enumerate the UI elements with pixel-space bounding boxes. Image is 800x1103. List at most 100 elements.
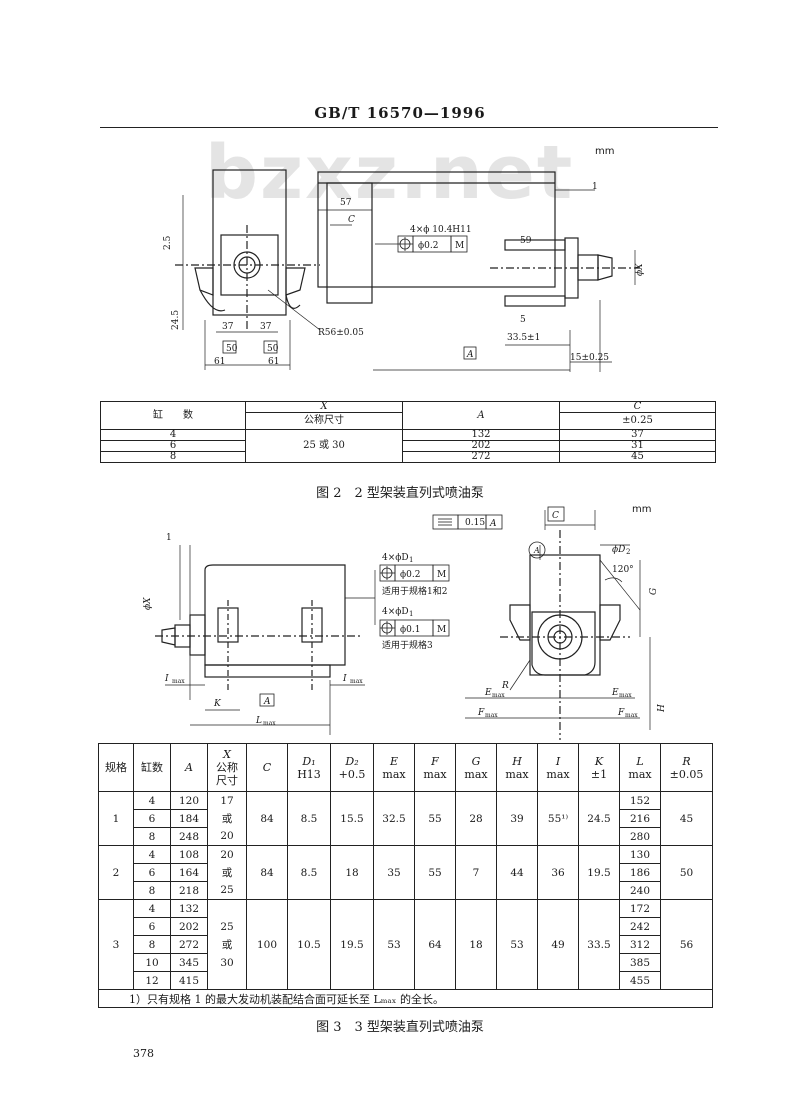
page-number: 378 [133, 1047, 154, 1060]
t2-x-line: 20 [207, 827, 247, 846]
dim-24-5: 24.5 [171, 310, 181, 330]
t1-x-value: 25 或 30 [245, 429, 403, 463]
fig3-e-max-left-sub: max [492, 692, 505, 699]
t2-h-c: C [246, 743, 288, 792]
t2-d2: 19.5 [330, 899, 374, 990]
t2-a: 132 [170, 899, 208, 918]
figure-2-caption: 图 2 2 型架装直列式喷油泵 [316, 486, 484, 501]
t2-e: 35 [373, 845, 415, 900]
t2-x-line: 17 [207, 791, 247, 810]
t2-i: 49 [537, 899, 579, 990]
unit-label-fig2: mm [595, 146, 615, 157]
fig3-e-max-right-sub: max [619, 692, 632, 699]
box-a: A [466, 350, 474, 360]
dim-15: 15±0.25 [570, 353, 609, 363]
dim-59: 59 [520, 236, 532, 246]
dim-5: 5 [520, 315, 526, 325]
fig3-d2-subscript: 2 [626, 548, 630, 556]
t2-h-d2: D₂+0.5 [330, 743, 374, 792]
t2-x-spacer [207, 899, 247, 918]
t2-cyl: 6 [133, 863, 171, 882]
fig3-angle-120: 120° [612, 565, 634, 575]
t2-spec: 2 [98, 845, 134, 900]
t2-h-cyl: 缸数 [133, 743, 171, 792]
t2-a: 272 [170, 935, 208, 954]
figure-2-table: 缸 数 X A C 公称尺寸 ±0.25 4 25 或 30 132 37 6 … [100, 401, 716, 463]
fig3-note-spec-1-2: 适用于规格1和2 [382, 585, 447, 597]
t2-e: 53 [373, 899, 415, 990]
fig3-holes-1: 4×ϕD [382, 553, 409, 563]
t2-l: 312 [619, 935, 661, 954]
t2-x-line: 或 [207, 863, 247, 882]
t2-l: 240 [619, 881, 661, 900]
dim-61-left: 61 [214, 357, 225, 367]
dim-2-5: 2.5 [163, 235, 173, 250]
t2-d2: 15.5 [330, 791, 374, 846]
t2-l: 385 [619, 953, 661, 972]
standard-header: GB/T 16570—1996 [314, 104, 486, 122]
fig3-i-max-right: I [342, 674, 347, 684]
t2-k: 24.5 [578, 791, 620, 846]
fig3-r: R [501, 681, 509, 691]
mmc-symbol: M [455, 241, 464, 251]
fig3-d1-subscript-b: 1 [409, 610, 413, 618]
fig3-h-max: H [657, 704, 667, 713]
t2-footnote: 1）只有规格 1 的最大发动机装配结合面可延长至 Lₘₐₓ 的全长。 [98, 989, 713, 1008]
fig3-k: K [213, 699, 222, 709]
fig3-l-max: L [255, 716, 262, 726]
t2-c: 84 [246, 845, 288, 900]
fig3-holes-2: 4×ϕD [382, 607, 409, 617]
t2-a: 164 [170, 863, 208, 882]
fig3-i-max-left: I [164, 674, 169, 684]
t2-c: 100 [246, 899, 288, 990]
side-view-body [317, 171, 556, 288]
t1-row-c: 45 [559, 451, 716, 463]
t2-a: 248 [170, 827, 208, 846]
t2-h-k: K±1 [578, 743, 620, 792]
t2-l: 216 [619, 809, 661, 828]
fig3-tol-0-1: ϕ0.1 [400, 625, 420, 635]
fig3-i-max-right-sub: max [350, 678, 363, 685]
holes-4x10-4: 4×ϕ 10.4H11 [410, 225, 472, 235]
t2-d2: 18 [330, 845, 374, 900]
t2-l: 280 [619, 827, 661, 846]
fig3-box-c: C [552, 511, 559, 521]
figure-3-drawing: 0.15 A C A ϕD 2 120° G 1 ϕX 4×ϕD 1 ϕ0.2 … [143, 506, 667, 740]
fig3-d1-subscript-a: 1 [409, 556, 413, 564]
end-view-body [212, 169, 287, 316]
dim-1min: 1 [592, 182, 598, 192]
t2-e: 32.5 [373, 791, 415, 846]
t2-cyl: 10 [133, 953, 171, 972]
t2-r: 56 [660, 899, 713, 990]
t2-cyl: 8 [133, 935, 171, 954]
t2-l: 152 [619, 791, 661, 810]
fig3-f-max-right-sub: max [625, 712, 638, 719]
t2-cyl: 4 [133, 791, 171, 810]
fig3-side-body [204, 564, 346, 666]
t2-h: 44 [496, 845, 538, 900]
figure-2-drawing: 2.5 24.5 37 37 R56±0.05 50 50 61 61 57 C… [163, 169, 645, 372]
fig3-f-max-left: F [477, 708, 485, 718]
fig3-mmc-2: M [437, 625, 446, 635]
t2-cyl: 8 [133, 827, 171, 846]
t2-h-r: R±0.05 [660, 743, 713, 792]
t2-cyl: 6 [133, 917, 171, 936]
t2-h-spec: 规格 [98, 743, 134, 792]
t2-a: 218 [170, 881, 208, 900]
fig3-f-max-left-sub: max [485, 712, 498, 719]
t1-header-a: A [402, 401, 560, 430]
fig3-g-max: G [649, 588, 659, 595]
t2-h-a: A [170, 743, 208, 792]
t2-i: 55¹⁾ [537, 791, 579, 846]
t2-h: 39 [496, 791, 538, 846]
t2-a: 415 [170, 971, 208, 990]
fig3-flatness-value: 0.15 [465, 518, 485, 528]
t2-cyl: 12 [133, 971, 171, 990]
t2-d1: 10.5 [287, 899, 331, 990]
dim-37-left: 37 [222, 322, 234, 332]
t2-a: 345 [170, 953, 208, 972]
t2-d1: 8.5 [287, 791, 331, 846]
